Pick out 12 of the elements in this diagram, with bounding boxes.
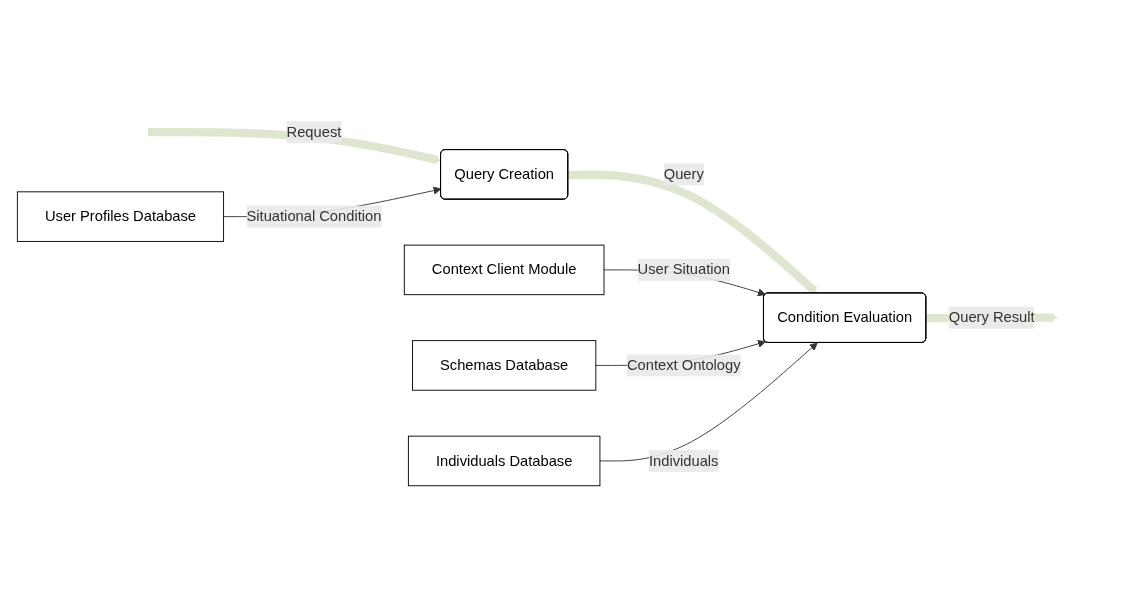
edge-label: User Situation — [637, 261, 730, 278]
edge-label: Query — [663, 166, 704, 182]
edge-label: Request — [286, 123, 341, 140]
node-box: Context Client Module — [403, 244, 604, 296]
edge-label: Query Result — [948, 309, 1035, 325]
edge-label: Individuals — [648, 452, 718, 469]
edge-label: Context Ontology — [626, 357, 741, 373]
arrow — [567, 170, 818, 294]
node-box: User Profiles Database — [16, 191, 224, 242]
node-box: Schemas Database — [411, 340, 596, 391]
node-box: Individuals Database — [407, 435, 600, 487]
edge-label: Situational Condition — [246, 208, 381, 224]
